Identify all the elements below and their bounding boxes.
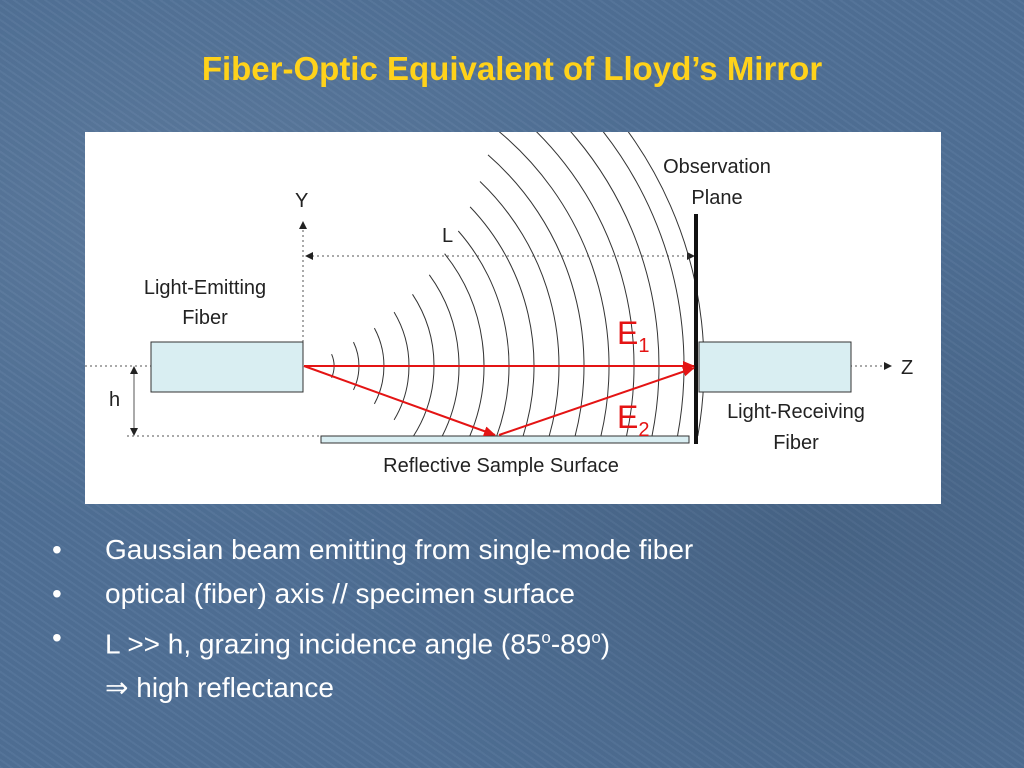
surface-label: Reflective Sample Surface <box>383 455 619 477</box>
h-arrow-bottom <box>130 428 138 436</box>
lloyds-mirror-diagram: Y L h Light-Emitting Fiber Reflective Sa… <box>85 132 941 504</box>
bullet-text: Gaussian beam emitting from single-mode … <box>105 534 694 565</box>
wavefront-arc <box>498 132 610 437</box>
bullet-marker: • <box>52 578 62 609</box>
sub-bullet-item: ⇒ high reflectance <box>52 666 982 710</box>
implies-arrow: ⇒ <box>105 672 129 704</box>
wavefront-arc <box>469 206 535 437</box>
e2-label: E2 <box>617 399 649 441</box>
diagram-svg: Y L h Light-Emitting Fiber Reflective Sa… <box>85 132 913 477</box>
y-axis-label: Y <box>295 190 308 212</box>
wavefront-arc <box>535 132 635 437</box>
incident-ray <box>303 365 496 436</box>
bullet-item: • L >> h, grazing incidence angle (85o-8… <box>52 616 982 666</box>
wavefront-arc <box>479 181 560 437</box>
receiving-fiber-label-line1: Light-Receiving <box>727 401 865 423</box>
observation-plane-label-line1: Observation <box>663 156 771 178</box>
wavefront-arc <box>570 132 660 437</box>
l-arrow-left <box>305 252 313 260</box>
e1-label: E1 <box>617 315 649 357</box>
bullet-item: • optical (fiber) axis // specimen surfa… <box>52 572 982 616</box>
bullet-text: L >> h, grazing incidence angle (85o-89o… <box>105 628 611 660</box>
bullet-item: • Gaussian beam emitting from single-mod… <box>52 528 982 572</box>
h-arrow-top <box>130 366 138 374</box>
wavefront-arc <box>428 274 460 437</box>
observation-plane-label-line2: Plane <box>691 187 742 209</box>
bullet-marker: • <box>52 534 62 565</box>
bullet-marker: • <box>52 622 62 653</box>
wavefront-arc <box>444 253 485 437</box>
bullet-list: • Gaussian beam emitting from single-mod… <box>52 528 982 710</box>
bullet-text: optical (fiber) axis // specimen surface <box>105 578 575 609</box>
l-label: L <box>442 225 453 247</box>
emitting-fiber-label-line1: Light-Emitting <box>144 277 266 299</box>
reflective-surface <box>320 435 690 444</box>
sub-bullet-text: high reflectance <box>128 672 334 704</box>
receiving-fiber <box>698 341 852 393</box>
emitting-fiber-label-line2: Fiber <box>182 307 228 329</box>
reflected-ray-e2 <box>498 366 695 436</box>
wavefront-arcs <box>331 132 705 437</box>
slide-title: Fiber-Optic Equivalent of Lloyd’s Mirror <box>201 50 823 87</box>
z-axis-label: Z <box>901 357 913 379</box>
wavefront-arc <box>457 230 510 437</box>
emitting-fiber <box>150 341 304 393</box>
receiving-fiber-label-line2: Fiber <box>773 432 819 454</box>
h-label: h <box>109 389 120 411</box>
wavefront-arc <box>487 154 585 437</box>
